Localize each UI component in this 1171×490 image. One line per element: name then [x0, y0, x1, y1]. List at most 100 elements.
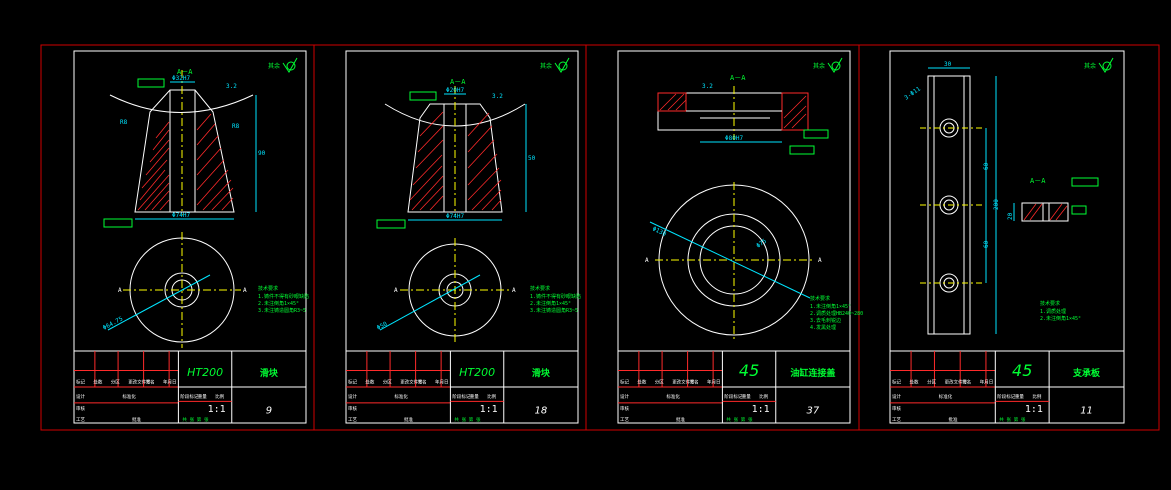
title-block-label: 标准化: [394, 393, 408, 400]
dim-bottom-width: Φ74H7: [172, 212, 190, 219]
title-block-label: 年月日: [980, 378, 994, 385]
notes-title: 技术要求: [530, 285, 550, 292]
material: 45: [739, 361, 759, 380]
title-block-label: 签名: [690, 378, 699, 385]
dim-bottom-width: Φ74H7: [446, 213, 464, 220]
title-block-label: 处数: [910, 378, 919, 385]
title-block-label: 标准化: [122, 393, 136, 400]
title-block-label: 批准: [404, 416, 413, 423]
funnel-section: [407, 103, 503, 213]
roughness-symbol: [282, 57, 298, 73]
title-block-label: 更改文件号: [945, 378, 968, 385]
dim-inner: Φ75: [755, 237, 768, 249]
title-block-label: 阶段标记: [180, 393, 198, 400]
note-line: 1.未注倒角1×45°: [810, 303, 851, 310]
dim-length: 200: [993, 199, 1000, 210]
roughness-note: 其余: [268, 62, 280, 70]
dim-radius: R8: [232, 123, 240, 130]
title-block-label: 比例: [215, 393, 224, 400]
svg-text:A: A: [394, 287, 398, 294]
dim-thick: 20: [1007, 212, 1014, 220]
note-line: 1.调质处理: [1040, 308, 1066, 315]
title-block-label: 审核: [892, 405, 901, 412]
note-line: 3.去毛刺锐边: [810, 317, 841, 324]
title-block-label: 标记: [348, 378, 357, 385]
title-block-label: 工艺: [892, 417, 901, 423]
title-block-label: 工艺: [348, 417, 357, 423]
note-line: 2.未注倒角1×45°: [530, 300, 571, 307]
sheet-border: [889, 50, 1125, 424]
title-block-label: 审核: [620, 405, 629, 412]
material: 45: [1012, 361, 1032, 380]
part-name: 油缸连接盖: [790, 367, 835, 379]
title-block-label: 标记: [620, 378, 629, 385]
svg-text:A: A: [512, 287, 516, 294]
dim-rough: 3.2: [226, 83, 237, 90]
dim-top-width: Φ20H7: [446, 87, 464, 94]
title-block-label: 重量: [198, 393, 207, 400]
section-label: A－A: [450, 78, 466, 86]
svg-text:A: A: [243, 287, 247, 294]
hatch-left: [409, 111, 444, 211]
title-block-label: 批准: [676, 416, 685, 423]
title-block-label: 重量: [742, 393, 751, 400]
title-block-label: 工艺: [620, 417, 629, 423]
tolerance-frame: [789, 145, 815, 155]
svg-text:其余: 其余: [813, 62, 825, 70]
sheet-count: 共 张 第 张: [182, 416, 209, 423]
title-block-label: 处数: [93, 378, 102, 385]
drawing-number: 9: [266, 406, 272, 417]
dim-hole: 3-Φ11: [903, 85, 922, 101]
title-block-label: 签名: [146, 378, 155, 385]
sheet-2: 其余 A－A Φ20H7 Φ74H7 50 3.2: [345, 50, 581, 424]
sheet-count: 共 张 第 张: [999, 416, 1026, 423]
title-block-label: 处数: [365, 378, 374, 385]
svg-text:其余: 其余: [540, 62, 552, 70]
tolerance-frame: [803, 129, 829, 139]
notes-title: 技术要求: [258, 285, 278, 292]
title-block-label: 标准化: [666, 393, 680, 400]
dim-pitch: 60: [983, 162, 990, 170]
dim-circle: Φ50: [376, 320, 389, 331]
notes-title: 技术要求: [1040, 300, 1060, 307]
title-block-label: 设计: [892, 393, 901, 400]
note-line: 3.未注铸造圆角R3~5: [258, 307, 306, 314]
svg-text:A: A: [118, 287, 122, 294]
scale: 1:1: [1025, 404, 1043, 415]
dim-height: 90: [258, 150, 266, 157]
material: HT200: [187, 366, 223, 379]
title-block-label: 分区: [927, 378, 936, 385]
title-block-label: 分区: [383, 378, 392, 385]
note-line: 2.未注倒角1×45°: [1040, 315, 1081, 322]
section-label: A－A: [1030, 177, 1046, 185]
material: HT200: [459, 366, 495, 379]
outer-frame: [40, 44, 1160, 431]
drawing-number: 18: [535, 406, 548, 417]
title-block-label: 比例: [759, 393, 768, 400]
tolerance-frame: [103, 218, 133, 228]
title-block-label: 更改文件号: [672, 378, 695, 385]
dim-top-width: Φ32H7: [172, 75, 190, 82]
title-block-label: 处数: [637, 378, 646, 385]
hatch-right: [196, 113, 234, 211]
drawing-number: 37: [807, 406, 820, 417]
dim-height: 50: [528, 155, 536, 162]
section-label: A－A: [730, 74, 746, 82]
notes-title: 技术要求: [810, 295, 830, 302]
funnel-arc: [109, 94, 254, 113]
note-line: 2.调质处理HB240~280: [810, 310, 863, 317]
dim-width: 30: [944, 61, 952, 68]
dim-rough: 3.2: [702, 83, 713, 90]
tolerance-frame: [137, 78, 165, 88]
dim-outer: Φ130: [651, 225, 667, 238]
dim-bore: Φ80H7: [725, 135, 743, 142]
scale: 1:1: [208, 404, 226, 415]
scale: 1:1: [752, 404, 770, 415]
title-block-label: 年月日: [707, 378, 721, 385]
title-block-label: 阶段标记: [452, 393, 470, 400]
title-block-label: 年月日: [435, 378, 449, 385]
title-block-label: 分区: [655, 378, 664, 385]
note-line: 1.铸件不得有砂眼缺陷: [258, 293, 309, 300]
title-block-label: 比例: [487, 393, 496, 400]
